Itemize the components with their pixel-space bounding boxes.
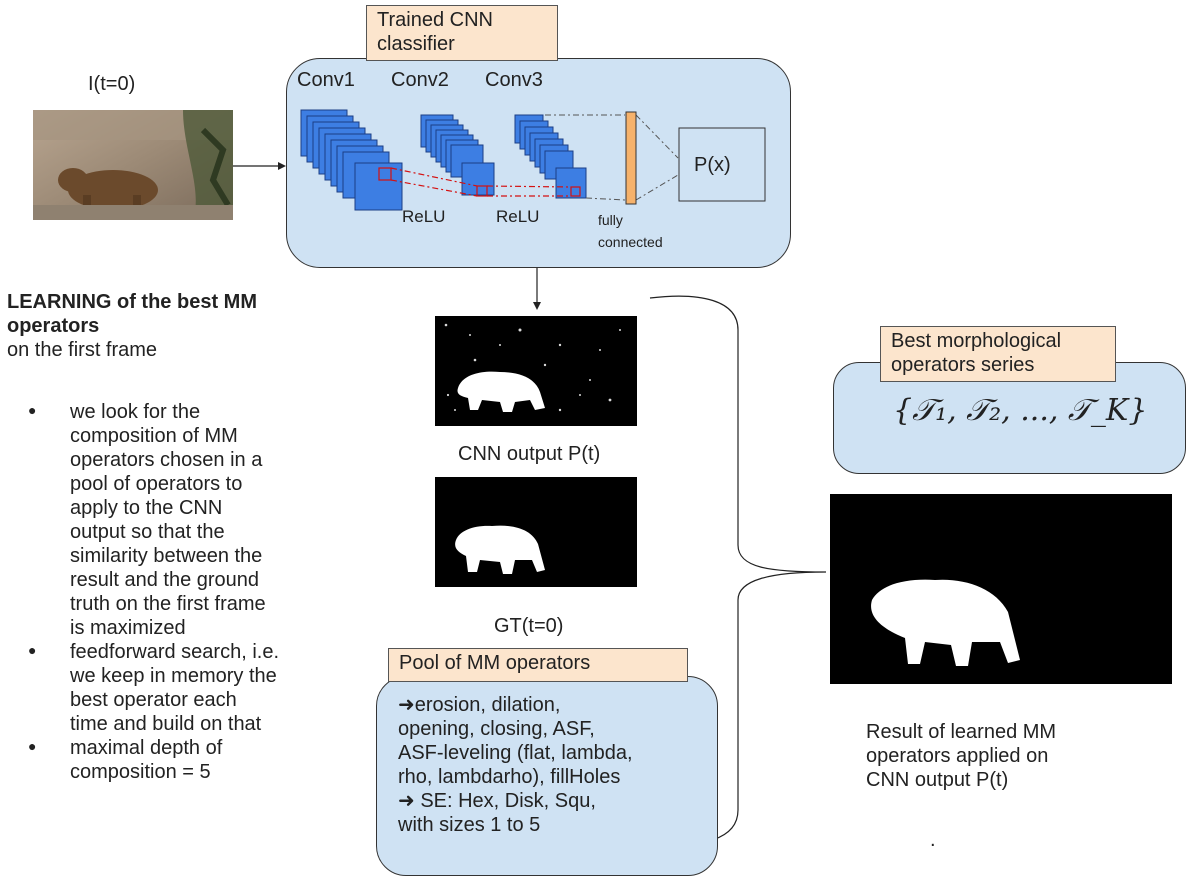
bullet-item-3: ● maximal depth of composition = 5 [28,736,358,784]
arrow-cnn-to-output-head [533,302,541,310]
result-line: Result of learned MM [866,721,1057,743]
bullet-line: we look for the [70,401,201,423]
bullet-line: we keep in memory the [70,665,277,687]
fully-connected-layer [625,111,637,205]
cnn-output-bear-shape [435,316,637,426]
bullet-item-2: ● feedforward search, i.e. we keep in me… [28,640,358,736]
bullet-list: ● we look for the composition of MM oper… [28,400,358,784]
pool-line: opening, closing, ASF, [398,718,595,740]
px-output-box [678,127,766,202]
arrow-input-to-cnn-head [278,162,286,170]
fc-label-line1: fully [598,212,623,228]
input-bear-photo [33,110,233,220]
bullet-line: result and the ground [70,569,260,591]
learning-subtitle: on the first frame [7,339,158,361]
best-title-box: Best morphological operators series [880,326,1116,382]
result-line: CNN output P(t) [866,769,1009,791]
pool-line: ASF-leveling (flat, lambda, [398,742,633,764]
ground-truth-bear-shape [435,477,637,587]
conv3-label: Conv3 [485,69,543,91]
bullet-line: is maximized [70,617,186,639]
fc-label-line2: connected [598,234,663,250]
gt-label: GT(t=0) [494,615,564,637]
px-label: P(x) [694,154,731,176]
conv3-feature-maps [514,114,587,199]
conv1-label: Conv1 [297,69,355,91]
bullet-line: operators chosen in a [70,449,263,471]
bullet-line: composition = 5 [70,761,211,783]
cnn-title-line2: classifier [377,33,455,55]
bullet-line: apply to the CNN [70,497,223,519]
pool-operators-list: ➜erosion, dilation, opening, closing, AS… [398,693,633,837]
result-line: operators applied on [866,745,1049,767]
pool-operators-box [376,676,718,876]
pool-line: ➜erosion, dilation, [398,694,561,716]
conv1-feature-maps [300,109,403,211]
grouping-brace [649,295,827,845]
trailing-dot: . [930,829,936,851]
bullet-dot: ● [28,642,37,658]
bullet-line: time and build on that [70,713,262,735]
pool-title: Pool of MM operators [399,652,591,674]
bullet-line: best operator each [70,689,237,711]
bullet-dot: ● [28,738,37,754]
best-operators-formula: {𝒯₁, 𝒯₂, ..., 𝒯_K} [893,393,1147,428]
best-title-line2: operators series [891,354,1035,376]
bullet-item-1: ● we look for the composition of MM oper… [28,400,358,640]
receptive-field-lines [390,167,572,197]
fc-connection-lines [545,114,679,201]
bullet-line: maximal depth of [70,737,223,759]
bullet-line: similarity between the [70,545,263,567]
learning-title-line2: operators [7,315,100,337]
cnn-output-label: CNN output P(t) [458,443,601,465]
cnn-title-line1: Trained CNN [377,9,493,31]
learning-title-line1: LEARNING of the best MM [7,291,257,313]
input-label: I(t=0) [88,73,136,95]
pool-line: with sizes 1 to 5 [398,814,541,836]
bullet-line: truth on the first frame [70,593,266,615]
bullet-line: pool of operators to [70,473,243,495]
relu1-label: ReLU [402,207,446,226]
result-caption: Result of learned MM operators applied o… [866,720,1056,792]
relu2-label: ReLU [496,207,540,226]
pool-line: ➜ SE: Hex, Disk, Squ, [398,790,596,812]
bullet-line: composition of MM [70,425,238,447]
cnn-title-box: Trained CNN classifier [366,5,558,61]
formula-text: {𝒯₁, 𝒯₂, ..., 𝒯_K} [893,393,1148,428]
bullet-line: feedforward search, i.e. [70,641,279,663]
result-bear-shape [830,494,1172,684]
pool-line: rho, lambdarho), fillHoles [398,766,621,788]
bullet-dot: ● [28,402,37,418]
conv2-feature-maps [420,114,495,197]
best-title-line1: Best morphological [891,330,1062,352]
conv2-label: Conv2 [391,69,449,91]
pool-title-box: Pool of MM operators [388,648,688,682]
bullet-line: output so that the [70,521,225,543]
